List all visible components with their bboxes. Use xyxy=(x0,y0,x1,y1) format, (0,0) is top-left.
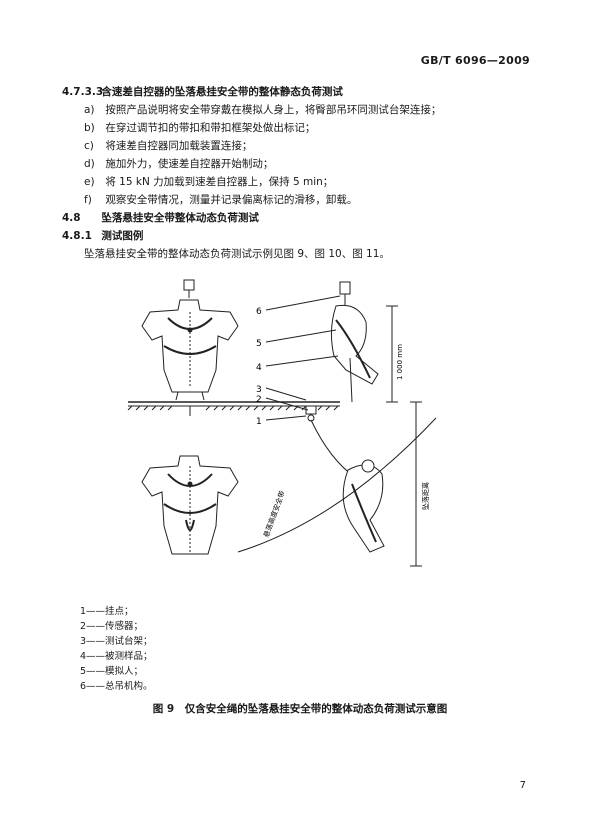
section-title: 坠落悬挂安全带整体动态负荷测试 xyxy=(101,212,259,224)
standard-code: GB/T 6096—2009 xyxy=(420,54,530,67)
figure-9-diagram: 6 5 4 3 2 1 1 000 mm 悬落高度安全带 坠落距离 xyxy=(127,279,437,567)
legend-item: 3——测试台架； xyxy=(80,636,153,647)
side-dummy-upper xyxy=(330,281,379,403)
section-title: 含速差自控器的坠落悬挂安全带的整体静态负荷测试 xyxy=(101,86,343,98)
item-text: 将速差自控器同加载装置连接； xyxy=(105,140,253,152)
front-dummy-top xyxy=(141,279,239,401)
legend-item: 1——挂点； xyxy=(80,606,134,617)
dimension-1000mm xyxy=(386,305,398,403)
section-title: 测试图例 xyxy=(101,230,144,242)
legend-item: 2——传感器； xyxy=(80,621,144,632)
front-dummy-bottom xyxy=(141,455,239,555)
callout-3: 3 xyxy=(256,385,262,395)
item-text: 在穿过调节扣的带扣和带扣框架处做出标记； xyxy=(105,122,316,134)
legend-item: 6——总吊机构。 xyxy=(80,681,153,692)
item-letter: c) xyxy=(84,140,94,152)
list-item: d) 施加外力，使速差自控器开始制动； xyxy=(84,156,273,171)
callout-5: 5 xyxy=(256,339,262,349)
item-text: 按照产品说明将安全带穿戴在模拟人身上，将臀部吊环同测试台架连接； xyxy=(105,104,442,116)
list-item: b) 在穿过调节扣的带扣和带扣框架处做出标记； xyxy=(84,120,315,135)
callout-leaders xyxy=(265,295,341,421)
rope-label: 悬落高度安全带 xyxy=(261,490,286,539)
callout-4: 4 xyxy=(256,363,262,373)
list-item: c) 将速差自控器同加载装置连接； xyxy=(84,138,252,153)
test-platform xyxy=(127,401,340,416)
section-481-heading: 4.8.1 测试图例 xyxy=(62,228,143,243)
section-481-body: 坠落悬挂安全带的整体动态负荷测试示例见图 9、图 10、图 11。 xyxy=(84,248,390,260)
fall-distance-dimension xyxy=(410,401,422,567)
callout-2: 2 xyxy=(256,395,262,405)
list-item: f) 观察安全带情况，测量并记录偏离标记的滑移，卸载。 xyxy=(84,192,357,207)
fall-arc xyxy=(237,417,437,553)
item-text: 将 15 kN 力加载到速差自控器上，保持 5 min； xyxy=(105,176,334,188)
item-letter: f) xyxy=(84,194,92,206)
item-letter: e) xyxy=(84,176,95,188)
anchor-sensor xyxy=(305,405,317,422)
section-number: 4.7.3.3 xyxy=(62,86,104,98)
item-letter: b) xyxy=(84,122,95,134)
section-4733-heading: 4.7.3.3 含速差自控器的坠落悬挂安全带的整体静态负荷测试 xyxy=(62,84,343,99)
figure-caption: 图 9 仅含安全绳的坠落悬挂安全带的整体动态负荷测试示意图 xyxy=(152,703,448,715)
item-text: 施加外力，使速差自控器开始制动； xyxy=(105,158,274,170)
callout-6: 6 xyxy=(256,307,262,317)
list-item: a) 按照产品说明将安全带穿戴在模拟人身上，将臀部吊环同测试台架连接； xyxy=(84,102,441,117)
page-number: 7 xyxy=(519,780,526,791)
item-letter: d) xyxy=(84,158,95,170)
legend-item: 4——被测样品； xyxy=(80,651,153,662)
item-text: 观察安全带情况，测量并记录偏离标记的滑移，卸载。 xyxy=(105,194,358,206)
list-item: e) 将 15 kN 力加载到速差自控器上，保持 5 min； xyxy=(84,174,333,189)
callout-1: 1 xyxy=(256,417,262,427)
fall-distance-label: 坠落距离 xyxy=(421,482,430,510)
section-48-heading: 4.8 坠落悬挂安全带整体动态负荷测试 xyxy=(62,210,259,225)
item-letter: a) xyxy=(84,104,95,116)
section-number: 4.8.1 xyxy=(62,230,92,242)
section-number: 4.8 xyxy=(62,212,81,224)
dimension-label: 1 000 mm xyxy=(396,344,404,380)
figure-legend: 1——挂点； 2——传感器； 3——测试台架； 4——被测样品； 5——模拟人；… xyxy=(80,604,153,694)
legend-item: 5——模拟人； xyxy=(80,666,144,677)
side-dummy-lower xyxy=(342,459,385,553)
